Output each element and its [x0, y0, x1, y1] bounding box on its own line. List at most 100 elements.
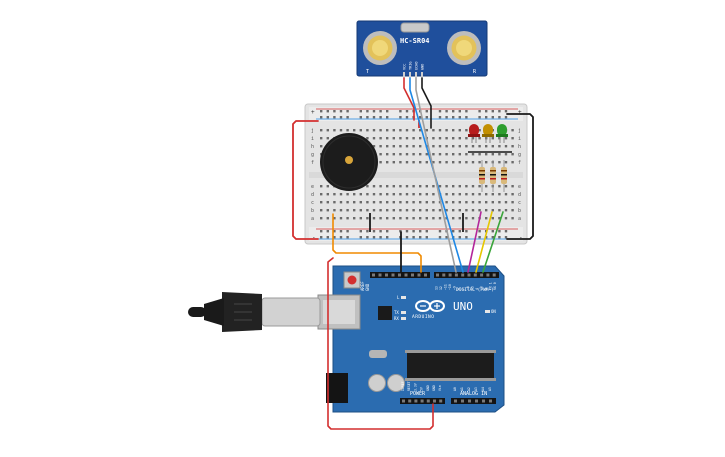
rail-hole[interactable]: [425, 230, 428, 233]
breadboard-hole[interactable]: [471, 145, 475, 148]
rail-hole[interactable]: [386, 230, 389, 233]
rail-hole[interactable]: [333, 230, 336, 233]
breadboard-hole[interactable]: [465, 145, 468, 148]
sensor-pin[interactable]: [403, 72, 405, 78]
wire-red-rail-loop[interactable]: [292, 120, 319, 240]
breadboard-hole[interactable]: [438, 129, 442, 132]
breadboard-hole[interactable]: [366, 129, 369, 132]
wire-sensor-echo[interactable]: [415, 77, 457, 273]
breadboard-hole[interactable]: [320, 185, 323, 188]
rail-hole[interactable]: [346, 236, 349, 239]
breadboard-hole[interactable]: [445, 193, 448, 196]
rail-hole[interactable]: [405, 116, 409, 119]
breadboard-hole[interactable]: [511, 129, 514, 132]
rail-hole[interactable]: [478, 230, 481, 233]
rail-hole[interactable]: [339, 116, 343, 119]
breadboard-hole[interactable]: [405, 209, 409, 212]
rail-hole[interactable]: [333, 236, 336, 239]
breadboard-hole[interactable]: [419, 129, 422, 132]
breadboard-hole[interactable]: [445, 153, 448, 156]
breadboard-hole[interactable]: [392, 137, 395, 140]
rail-hole[interactable]: [465, 236, 468, 239]
breadboard-hole[interactable]: [438, 217, 442, 220]
breadboard-hole[interactable]: [392, 129, 395, 132]
breadboard-hole[interactable]: [465, 217, 468, 220]
breadboard-hole[interactable]: [438, 137, 442, 140]
header-pin[interactable]: [408, 399, 412, 403]
breadboard-hole[interactable]: [392, 185, 395, 188]
rail-hole[interactable]: [326, 236, 329, 239]
header-pin[interactable]: [404, 273, 408, 277]
breadboard-hole[interactable]: [379, 193, 382, 196]
header-pin[interactable]: [391, 273, 395, 277]
rail-hole[interactable]: [491, 116, 494, 119]
breadboard-hole[interactable]: [366, 137, 369, 140]
wire-sensor-trig[interactable]: [409, 77, 464, 273]
breadboard-hole[interactable]: [339, 193, 343, 196]
rail-hole[interactable]: [419, 230, 422, 233]
breadboard-hole[interactable]: [498, 193, 501, 196]
breadboard-hole[interactable]: [399, 161, 402, 164]
breadboard-hole[interactable]: [504, 193, 508, 196]
breadboard-hole[interactable]: [346, 217, 349, 220]
rail-hole[interactable]: [333, 116, 336, 119]
breadboard-hole[interactable]: [498, 201, 501, 204]
led-green[interactable]: [496, 124, 508, 143]
rail-hole[interactable]: [458, 230, 461, 233]
breadboard-hole[interactable]: [339, 209, 343, 212]
breadboard-hole[interactable]: [425, 193, 428, 196]
breadboard-hole[interactable]: [346, 209, 349, 212]
breadboard-hole[interactable]: [445, 137, 448, 140]
breadboard-hole[interactable]: [372, 209, 376, 212]
breadboard-hole[interactable]: [438, 145, 442, 148]
breadboard-hole[interactable]: [465, 193, 468, 196]
rail-hole[interactable]: [346, 230, 349, 233]
breadboard-hole[interactable]: [465, 153, 468, 156]
breadboard-hole[interactable]: [320, 137, 323, 140]
breadboard-hole[interactable]: [445, 209, 448, 212]
breadboard-hole[interactable]: [504, 209, 508, 212]
breadboard-hole[interactable]: [452, 129, 455, 132]
rail-hole[interactable]: [478, 116, 481, 119]
sensor-pin[interactable]: [421, 72, 423, 78]
breadboard-hole[interactable]: [386, 137, 389, 140]
breadboard-hole[interactable]: [485, 153, 488, 156]
breadboard-hole[interactable]: [458, 137, 461, 140]
breadboard-hole[interactable]: [372, 145, 376, 148]
rail-hole[interactable]: [359, 116, 362, 119]
breadboard-hole[interactable]: [386, 193, 389, 196]
header-pin[interactable]: [475, 399, 478, 403]
header-pin[interactable]: [489, 399, 492, 403]
breadboard-hole[interactable]: [498, 217, 501, 220]
rail-hole[interactable]: [320, 110, 323, 113]
breadboard-hole[interactable]: [485, 193, 488, 196]
breadboard-hole[interactable]: [478, 201, 481, 204]
breadboard-hole[interactable]: [359, 201, 362, 204]
breadboard-hole[interactable]: [399, 217, 402, 220]
breadboard-hole[interactable]: [438, 161, 442, 164]
rail-hole[interactable]: [379, 110, 382, 113]
breadboard-hole[interactable]: [320, 209, 323, 212]
rail-hole[interactable]: [346, 116, 349, 119]
breadboard-hole[interactable]: [399, 209, 402, 212]
breadboard-hole[interactable]: [359, 129, 362, 132]
breadboard-hole[interactable]: [366, 193, 369, 196]
breadboard-hole[interactable]: [379, 161, 382, 164]
breadboard-hole[interactable]: [491, 145, 494, 148]
breadboard-hole[interactable]: [498, 209, 501, 212]
header-pin[interactable]: [411, 273, 414, 277]
breadboard-hole[interactable]: [432, 217, 435, 220]
breadboard-hole[interactable]: [379, 185, 382, 188]
breadboard-hole[interactable]: [511, 201, 514, 204]
rail-hole[interactable]: [465, 110, 468, 113]
breadboard-hole[interactable]: [419, 209, 422, 212]
rail-hole[interactable]: [333, 110, 336, 113]
header-pin[interactable]: [492, 273, 496, 277]
breadboard-hole[interactable]: [386, 129, 389, 132]
breadboard-hole[interactable]: [405, 193, 409, 196]
breadboard-hole[interactable]: [452, 161, 455, 164]
header-pin[interactable]: [467, 273, 471, 277]
breadboard-hole[interactable]: [346, 129, 349, 132]
breadboard-hole[interactable]: [405, 185, 409, 188]
breadboard-hole[interactable]: [511, 193, 514, 196]
